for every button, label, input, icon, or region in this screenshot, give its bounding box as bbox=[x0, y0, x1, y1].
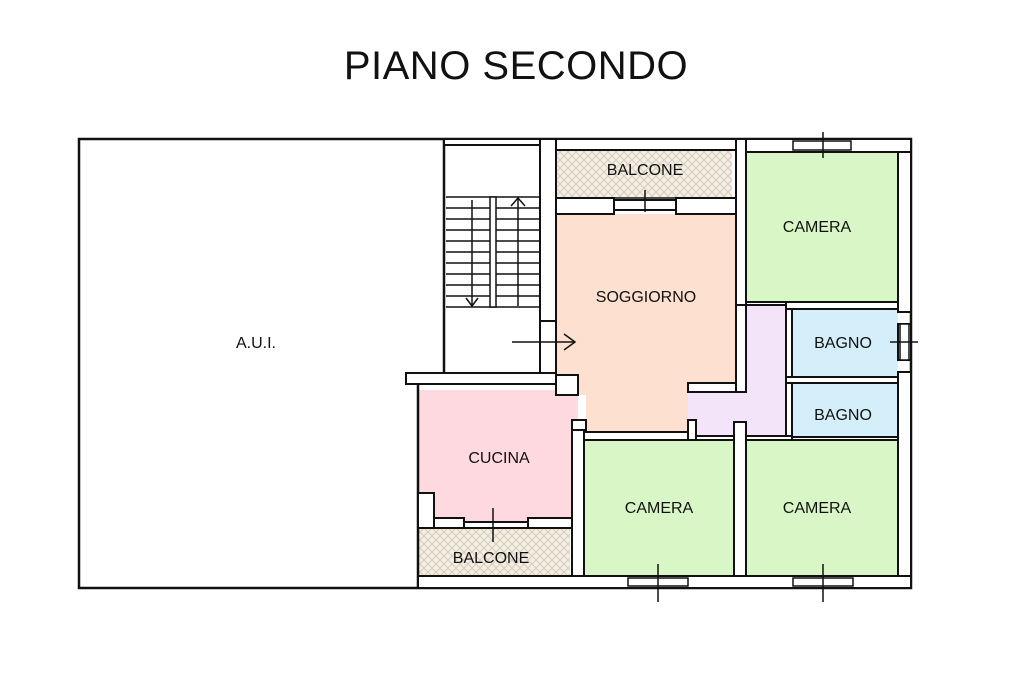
bagno-1-area bbox=[792, 309, 898, 377]
entrance-arrow bbox=[512, 333, 577, 351]
room-label-bagno-1: BAGNO bbox=[814, 335, 872, 352]
room-label-balcone-bottom: BALCONE bbox=[453, 550, 529, 567]
balcone-bottom-area bbox=[418, 528, 570, 576]
room-label-balcone-top: BALCONE bbox=[607, 162, 683, 179]
room-label-soggiorno: SOGGIORNO bbox=[596, 289, 696, 306]
bagno-2-area bbox=[792, 383, 898, 437]
balcone-top-frame bbox=[555, 149, 737, 199]
soggiorno-area bbox=[556, 214, 736, 432]
room-label-bagno-2: BAGNO bbox=[814, 407, 872, 424]
windows bbox=[492, 132, 918, 602]
room-label-camera-s: CAMERA bbox=[625, 500, 694, 517]
room-label-camera-ne: CAMERA bbox=[783, 219, 852, 236]
room-label-cucina: CUCINA bbox=[468, 450, 530, 467]
camera-s-area bbox=[584, 440, 734, 576]
camera-se-area bbox=[746, 440, 898, 576]
camera-ne-area bbox=[746, 152, 898, 302]
staircase bbox=[446, 196, 540, 308]
room-label-camera-se: CAMERA bbox=[783, 500, 852, 517]
corridor-area bbox=[688, 305, 790, 440]
balcone-top-area bbox=[556, 150, 732, 198]
plan-title: PIANO SECONDO bbox=[343, 44, 689, 88]
room-label-aui: A.U.I. bbox=[236, 335, 276, 352]
balcone-bottom-frame bbox=[417, 527, 573, 577]
cucina-area bbox=[418, 390, 578, 522]
